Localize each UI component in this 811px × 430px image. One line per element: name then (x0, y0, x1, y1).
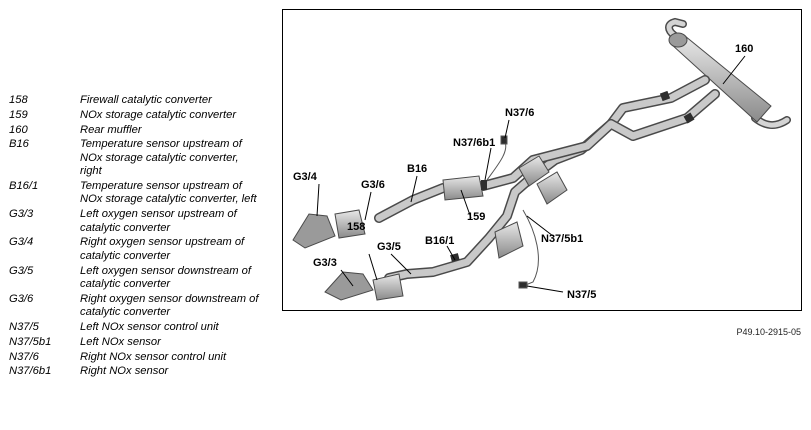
legend-item: N37/5b1 Left NOx sensor (9, 336, 279, 349)
legend-code: 159 (9, 108, 28, 121)
label-b16: B16 (407, 163, 427, 175)
legend-code: B16/1 (9, 180, 39, 192)
figure-reference: P49.10-2915-05 (736, 327, 801, 337)
label-159: 159 (467, 211, 485, 223)
label-g3-4: G3/4 (293, 171, 318, 183)
sensor-wiring (486, 135, 539, 289)
label-158: 158 (347, 221, 365, 233)
legend-code: N37/6b1 (9, 365, 52, 378)
legend-item: 160 Rear muffler (9, 124, 279, 137)
rear-muffler (665, 17, 791, 129)
legend-item: 159 NOx storage catalytic converter (9, 109, 279, 122)
label-n37-6: N37/6 (505, 107, 534, 119)
firewall-catalytic-converter-left (324, 271, 404, 301)
exhaust-diagram: 160 N37/6 N37/6b1 B16 G3/4 G3/6 159 N37/… (282, 9, 802, 311)
label-n37-5b1: N37/5b1 (541, 233, 583, 245)
legend-code: G3/3 (9, 208, 34, 221)
legend-item: B16/1 Temperature sensor upstream of NOx … (9, 180, 279, 207)
legend-item: N37/6 Right NOx sensor control unit (9, 351, 279, 364)
nox-storage-catalytic-converter (442, 175, 524, 259)
label-160: 160 (735, 43, 753, 55)
exhaust-drawing: 160 N37/6 N37/6b1 B16 G3/4 G3/6 159 N37/… (292, 17, 791, 301)
label-g3-5: G3/5 (377, 241, 401, 253)
label-b16-1: B16/1 (425, 235, 454, 247)
legend-description: NOx storage catalytic converter (80, 108, 237, 121)
legend-description: Right oxygen sensor upstream of catalyti… (80, 236, 245, 262)
legend-code: B16 (9, 138, 29, 151)
legend-item: N37/5 Left NOx sensor control unit (9, 321, 279, 334)
legend-item: 158 Firewall catalytic converter (9, 94, 279, 107)
legend-description: Temperature sensor upstream of NOx stora… (80, 180, 257, 206)
legend-item: G3/6 Right oxygen sensor downstream of ca… (9, 293, 279, 320)
diagram-labels: 160 N37/6 N37/6b1 B16 G3/4 G3/6 159 N37/… (293, 43, 753, 301)
legend-item: G3/3 Left oxygen sensor upstream of catal… (9, 208, 279, 235)
legend-code: 160 (9, 123, 28, 136)
label-n37-5: N37/5 (567, 289, 596, 301)
legend-list: 158 Firewall catalytic converter 159 NOx st… (9, 94, 279, 380)
legend-description: Left oxygen sensor downstream of catalyt… (80, 264, 252, 291)
legend-code: N37/6 (9, 350, 39, 363)
legend-item: G3/5 Left oxygen sensor downstream of cat… (9, 265, 279, 292)
legend-item: G3/4 Right oxygen sensor upstream of cata… (9, 236, 279, 263)
legend-description: Firewall catalytic converter (80, 94, 212, 106)
label-g3-6: G3/6 (361, 179, 385, 191)
legend-description: Left oxygen sensor upstream of catalytic… (80, 208, 237, 234)
legend-description: Right oxygen sensor downstream of cataly… (80, 292, 259, 319)
legend-description: Right NOx sensor control unit (80, 350, 227, 363)
legend-code: G3/4 (9, 236, 34, 249)
leader-lines (316, 55, 746, 293)
nox-catalytic-converter-right (518, 155, 550, 187)
label-n37-6b1: N37/6b1 (453, 137, 495, 149)
legend-code: 158 (9, 94, 28, 106)
label-g3-3: G3/3 (313, 257, 337, 269)
legend-description: Temperature sensor upstream of NOx stora… (80, 138, 242, 178)
legend-item: N37/6b1 Right NOx sensor (9, 365, 279, 378)
legend-code: N37/5b1 (9, 335, 52, 348)
legend-description: Right NOx sensor (80, 365, 169, 378)
firewall-catalytic-converter-right (292, 209, 366, 249)
legend-description: Left NOx sensor control unit (80, 321, 219, 334)
legend-item: B16 Temperature sensor upstream of NOx st… (9, 138, 279, 178)
legend-code: G3/5 (9, 264, 34, 277)
legend-code: G3/6 (9, 292, 34, 305)
legend-description: Rear muffler (80, 123, 142, 136)
nox-catalytic-converter-left (536, 171, 568, 205)
legend-code: N37/5 (9, 321, 39, 334)
legend-description: Left NOx sensor (80, 335, 161, 348)
